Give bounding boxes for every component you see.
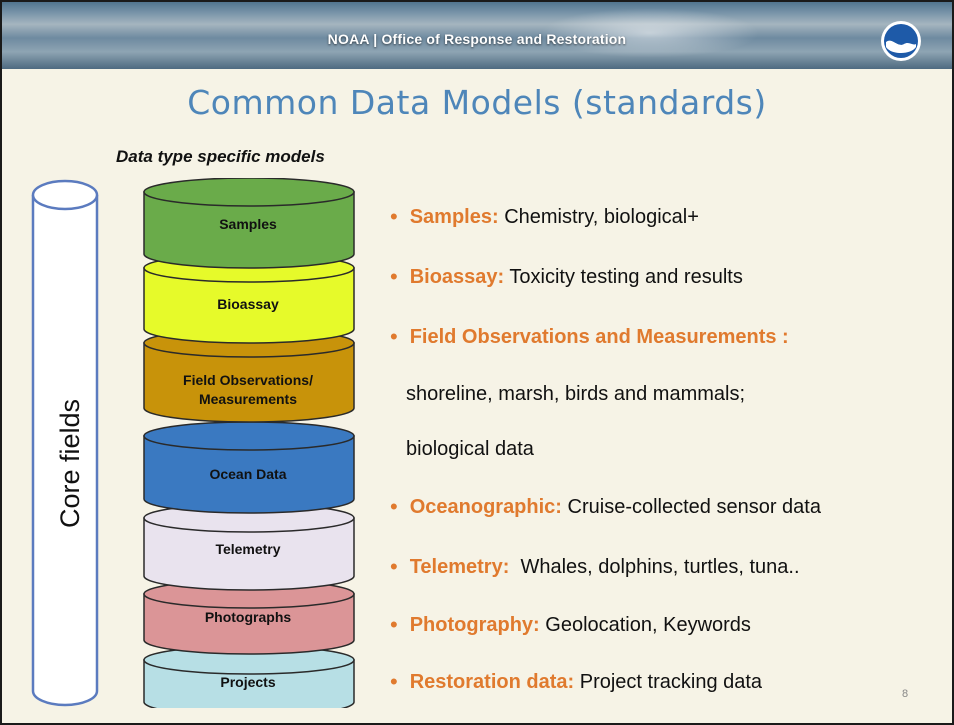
bullet-dot-icon: • [390,494,398,519]
bullet-oceanographic: •Oceanographic: Cruise-collected sensor … [390,494,821,519]
stack-label-bioassay: Bioassay [217,296,279,312]
bullet-restoration: •Restoration data: Project tracking data [390,669,763,694]
stack-subtitle: Data type specific models [116,147,325,166]
bullet-continuation-2: biological data [406,438,534,460]
bullet-dot-icon: • [390,612,398,637]
stack-cylinder-projects [143,645,355,708]
bullet-bioassay: •Bioassay: Toxicity testing and results [390,264,743,289]
stack-label-projects: Projects [220,674,276,690]
stack-label-samples: Samples [219,216,277,232]
header-banner: NOAA | Office of Response and Restoratio… [0,0,954,69]
slide-title: Common Data Models (standards) [187,83,767,122]
noaa-logo-icon [881,21,921,61]
stack-label-measurements: Measurements [198,391,298,407]
header-title: NOAA | Office of Response and Restoratio… [327,31,627,47]
bullet-field-observations: •Field Observations and Measurements : [390,324,789,349]
bullet-dot-icon: • [390,264,398,289]
bullet-samples: •Samples: Chemistry, biological+ [390,204,699,229]
core-fields-label: Core fields [55,398,85,528]
bullet-telemetry: •Telemetry: Whales, dolphins, turtles, t… [390,554,800,579]
stack-label-field-observations: Field Observations/ [183,372,313,388]
core-fields-cylinder [31,179,99,707]
bullet-dot-icon: • [390,669,398,694]
bullet-continuation-1: shoreline, marsh, birds and mammals; [406,383,746,405]
bullet-photography: •Photography: Geolocation, Keywords [390,612,751,637]
data-model-stack [143,178,355,708]
banner-decoration [540,8,760,58]
stack-label-photographs: Photographs [204,609,292,625]
stack-cylinder-samples [143,178,355,269]
stack-cylinder-ocean-data [143,421,355,514]
bullet-dot-icon: • [390,204,398,229]
stack-label-telemetry: Telemetry [215,541,281,557]
bullet-dot-icon: • [390,554,398,579]
stack-label-ocean-data: Ocean Data [209,466,287,482]
bullet-dot-icon: • [390,324,398,349]
page-number: 8 [902,688,909,700]
